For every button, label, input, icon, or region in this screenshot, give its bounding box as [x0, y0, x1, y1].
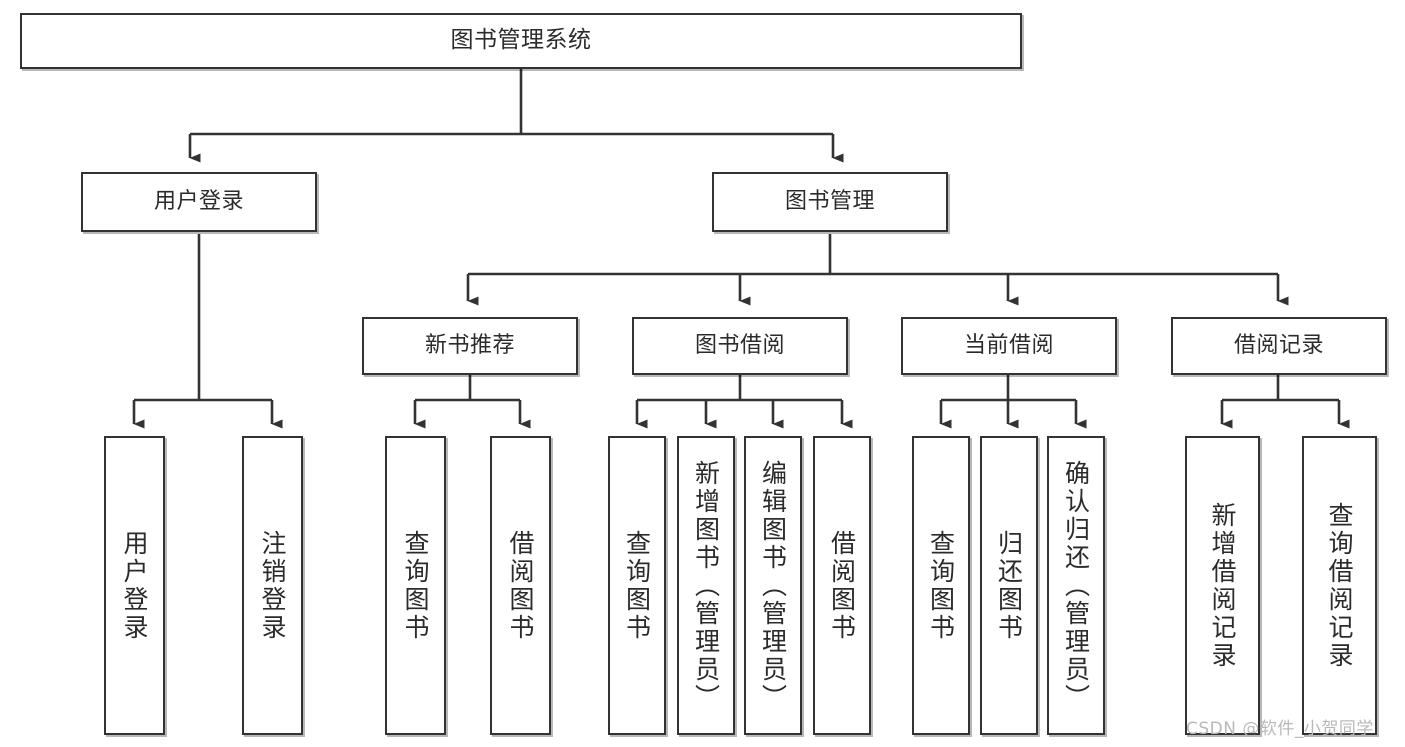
leaf-borrow-record-query[interactable]: 查询借阅记录 — [1302, 436, 1377, 735]
node-label: 借阅图书 — [827, 529, 857, 642]
node-label: 编辑图书（管理员） — [758, 459, 788, 712]
node-label: 查询借阅记录 — [1325, 501, 1354, 670]
leaf-book-borrow-edit[interactable]: 编辑图书（管理员） — [744, 436, 802, 735]
node-label: 归还图书 — [994, 529, 1024, 642]
leaf-current-borrow-query[interactable]: 查询图书 — [912, 436, 970, 735]
node-label: 图书借阅 — [694, 333, 785, 359]
node-label: 注销登录 — [258, 529, 287, 642]
node-label: 图书管理系统 — [450, 27, 592, 54]
node-new-book-recommend[interactable]: 新书推荐 — [362, 317, 578, 375]
node-label: 新增借阅记录 — [1208, 501, 1237, 670]
node-current-borrow[interactable]: 当前借阅 — [901, 317, 1117, 375]
node-label: 图书管理 — [784, 189, 875, 215]
leaf-borrow-record-add[interactable]: 新增借阅记录 — [1185, 436, 1260, 735]
node-label: 新书推荐 — [424, 333, 515, 359]
leaf-book-borrow-borrow[interactable]: 借阅图书 — [813, 436, 871, 735]
node-label: 确认归还（管理员） — [1061, 459, 1091, 712]
leaf-user-login-login[interactable]: 用户登录 — [104, 436, 165, 735]
csdn-watermark: CSDN @软件_小贺同学 — [1186, 719, 1374, 739]
node-label: 新增图书（管理员） — [691, 459, 721, 712]
leaf-new-book-query[interactable]: 查询图书 — [385, 436, 446, 735]
node-label: 查询图书 — [926, 529, 956, 642]
node-root-system[interactable]: 图书管理系统 — [20, 13, 1022, 69]
leaf-book-borrow-query[interactable]: 查询图书 — [608, 436, 666, 735]
leaf-current-borrow-return[interactable]: 归还图书 — [980, 436, 1038, 735]
node-label: 查询图书 — [401, 529, 430, 642]
node-label: 借阅记录 — [1233, 333, 1324, 359]
node-label: 用户登录 — [153, 189, 244, 215]
leaf-new-book-borrow[interactable]: 借阅图书 — [490, 436, 551, 735]
leaf-current-borrow-confirm[interactable]: 确认归还（管理员） — [1047, 436, 1105, 735]
node-borrow-record[interactable]: 借阅记录 — [1171, 317, 1387, 375]
node-label: 查询图书 — [622, 529, 652, 642]
node-label: 用户登录 — [120, 529, 149, 642]
node-label: 当前借阅 — [963, 333, 1054, 359]
leaf-book-borrow-add[interactable]: 新增图书（管理员） — [677, 436, 735, 735]
node-book-management[interactable]: 图书管理 — [712, 172, 948, 232]
node-label: 借阅图书 — [506, 529, 535, 642]
node-book-borrow[interactable]: 图书借阅 — [632, 317, 848, 375]
leaf-user-login-logout[interactable]: 注销登录 — [242, 436, 303, 735]
node-user-login[interactable]: 用户登录 — [81, 172, 317, 232]
